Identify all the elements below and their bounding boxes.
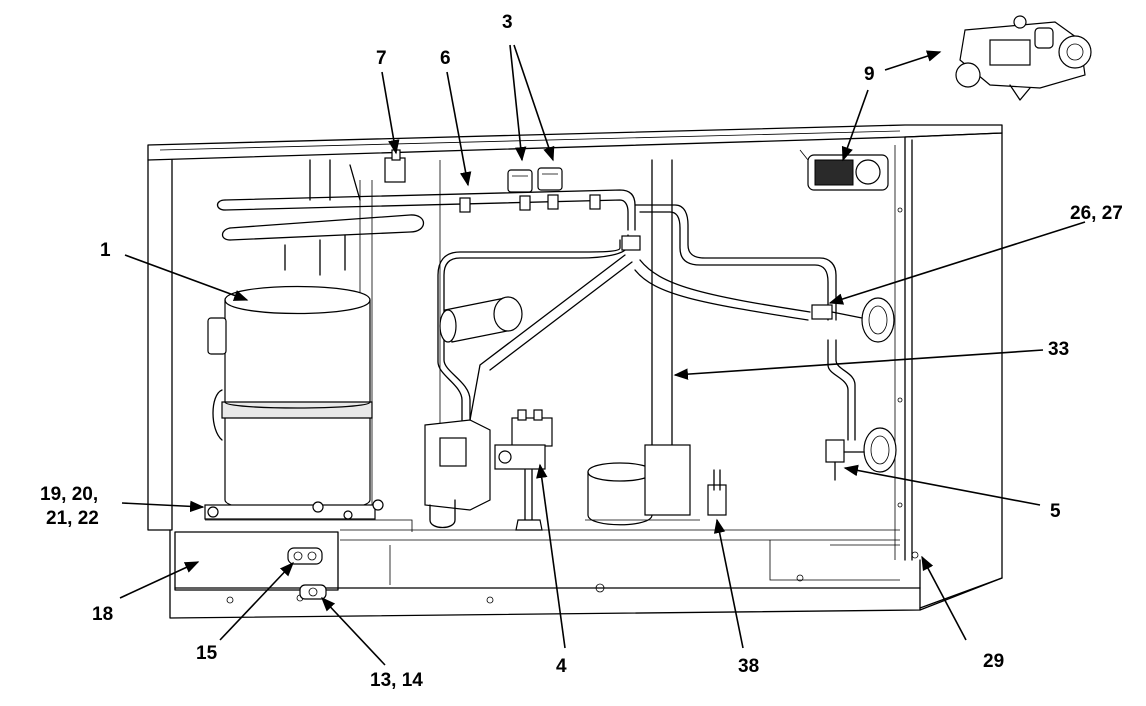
callout-5: 5 [1050, 501, 1061, 522]
pump-motor [585, 444, 727, 526]
filter-drier [439, 296, 523, 343]
callout-1: 1 [100, 240, 111, 261]
valve-assembly [424, 409, 553, 531]
compressor [204, 285, 384, 520]
expansion-valves [811, 297, 897, 481]
callout-19-20: 19, 20, [40, 484, 99, 505]
tubing [216, 149, 856, 441]
callout-4: 4 [556, 656, 567, 677]
callout-33: 33 [1048, 339, 1070, 360]
callout-29: 29 [983, 651, 1005, 672]
service-fittings [287, 547, 327, 600]
callout-38: 38 [738, 656, 760, 677]
callout-26-27: 26, 27 [1070, 203, 1123, 224]
callout-15: 15 [196, 643, 218, 664]
callout-6: 6 [440, 48, 451, 69]
leader-arrows [119, 44, 1086, 666]
fan-assembly [799, 149, 889, 191]
detail-inset [955, 15, 1092, 101]
callout-21-22: 21, 22 [46, 508, 99, 529]
callout-7: 7 [376, 48, 387, 69]
callout-18: 18 [92, 604, 114, 625]
callout-13-14: 13, 14 [370, 670, 423, 691]
callout-3: 3 [502, 12, 513, 33]
cabinet-frame [147, 124, 1003, 619]
callout-9: 9 [864, 64, 875, 85]
